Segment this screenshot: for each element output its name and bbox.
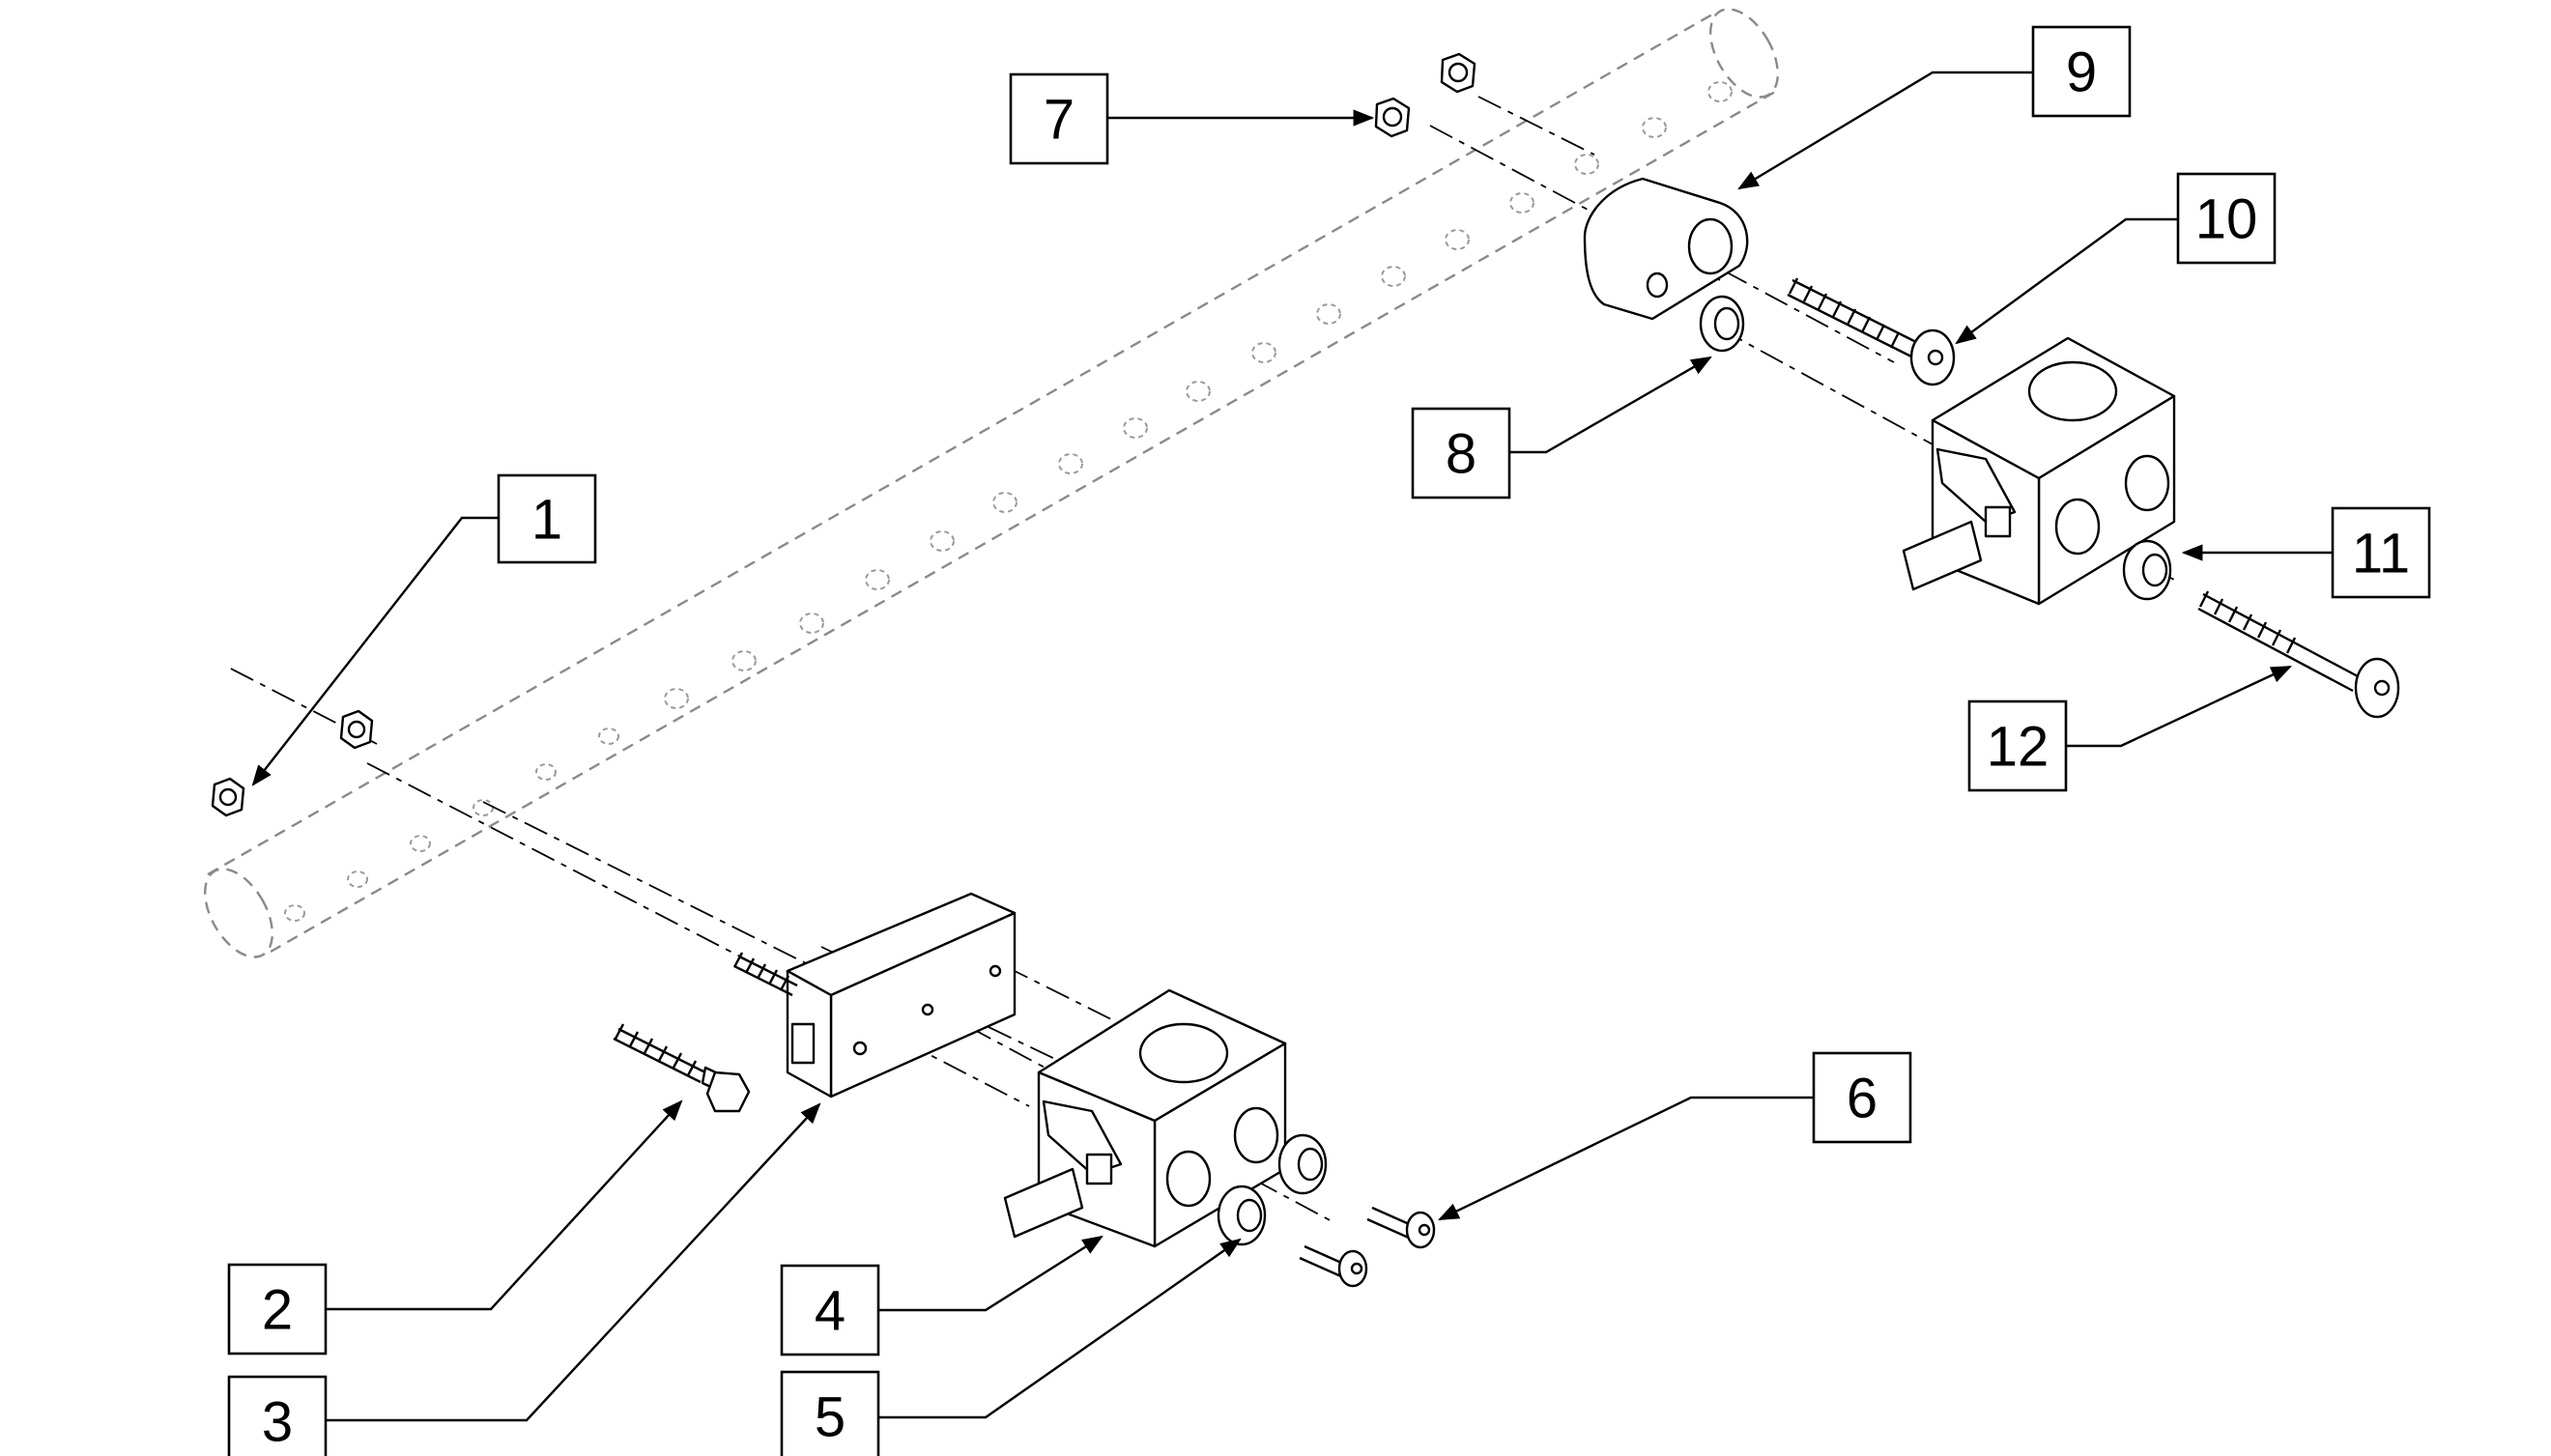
part-2-hex-bolt bbox=[613, 1023, 751, 1113]
leader-1 bbox=[251, 516, 498, 786]
callout-11: 11 bbox=[2331, 506, 2431, 599]
part-6-button-screw bbox=[1299, 1206, 1436, 1288]
callout-4-label: 4 bbox=[815, 1280, 846, 1343]
part-7-hex-nut bbox=[1374, 52, 1476, 138]
part-9-bracket bbox=[1583, 177, 1749, 321]
callout-10-label: 10 bbox=[2195, 188, 2258, 251]
callout-10: 10 bbox=[2176, 172, 2277, 265]
callout-5-label: 5 bbox=[815, 1386, 846, 1449]
callout-12-label: 12 bbox=[1987, 716, 2049, 779]
part-4-clamp-block bbox=[1003, 988, 1287, 1248]
leader-2 bbox=[327, 1099, 683, 1311]
callout-1-label: 1 bbox=[531, 489, 562, 552]
callout-8-label: 8 bbox=[1446, 423, 1476, 486]
leader-6 bbox=[1438, 1096, 1813, 1221]
part-2-bolt-short bbox=[732, 952, 798, 997]
leader-10 bbox=[1955, 217, 2177, 345]
leader-8 bbox=[1509, 356, 1712, 454]
leader-12 bbox=[2066, 665, 2292, 748]
callout-6: 6 bbox=[1812, 1051, 1912, 1144]
callout-9: 9 bbox=[2031, 25, 2132, 118]
part-11-bushing bbox=[2122, 539, 2172, 601]
callout-11-label: 11 bbox=[2352, 523, 2410, 585]
part-3-mounting-bar bbox=[786, 892, 1017, 1099]
callout-2-label: 2 bbox=[262, 1279, 293, 1342]
callout-6-label: 6 bbox=[1847, 1068, 1877, 1130]
leader-3 bbox=[278, 1102, 821, 1422]
callout-7-label: 7 bbox=[1044, 89, 1075, 152]
callout-12: 12 bbox=[1967, 699, 2068, 792]
leader-lines bbox=[251, 71, 2332, 1422]
callout-3-label: 3 bbox=[262, 1391, 293, 1454]
callout-5: 5 bbox=[780, 1370, 880, 1456]
part-5-bushing bbox=[1217, 1133, 1328, 1246]
callout-7: 7 bbox=[1009, 72, 1109, 165]
callout-9-label: 9 bbox=[2066, 42, 2097, 104]
part-10-flat-screw bbox=[1787, 277, 1956, 386]
part-12-long-screw bbox=[2197, 590, 2400, 719]
leader-9 bbox=[1737, 71, 2032, 190]
callout-2: 2 bbox=[227, 1263, 328, 1356]
tube-phantom bbox=[203, 8, 1780, 958]
callout-1: 1 bbox=[497, 473, 597, 564]
upper-clamp-block bbox=[1902, 336, 2176, 606]
callout-8: 8 bbox=[1411, 407, 1511, 500]
part-1-hex-nut bbox=[211, 709, 374, 817]
callout-4: 4 bbox=[780, 1264, 880, 1356]
callout-3: 3 bbox=[227, 1375, 328, 1456]
leader-5 bbox=[877, 1238, 1242, 1419]
part-8-washer bbox=[1699, 295, 1745, 353]
leader-4 bbox=[877, 1235, 1104, 1312]
